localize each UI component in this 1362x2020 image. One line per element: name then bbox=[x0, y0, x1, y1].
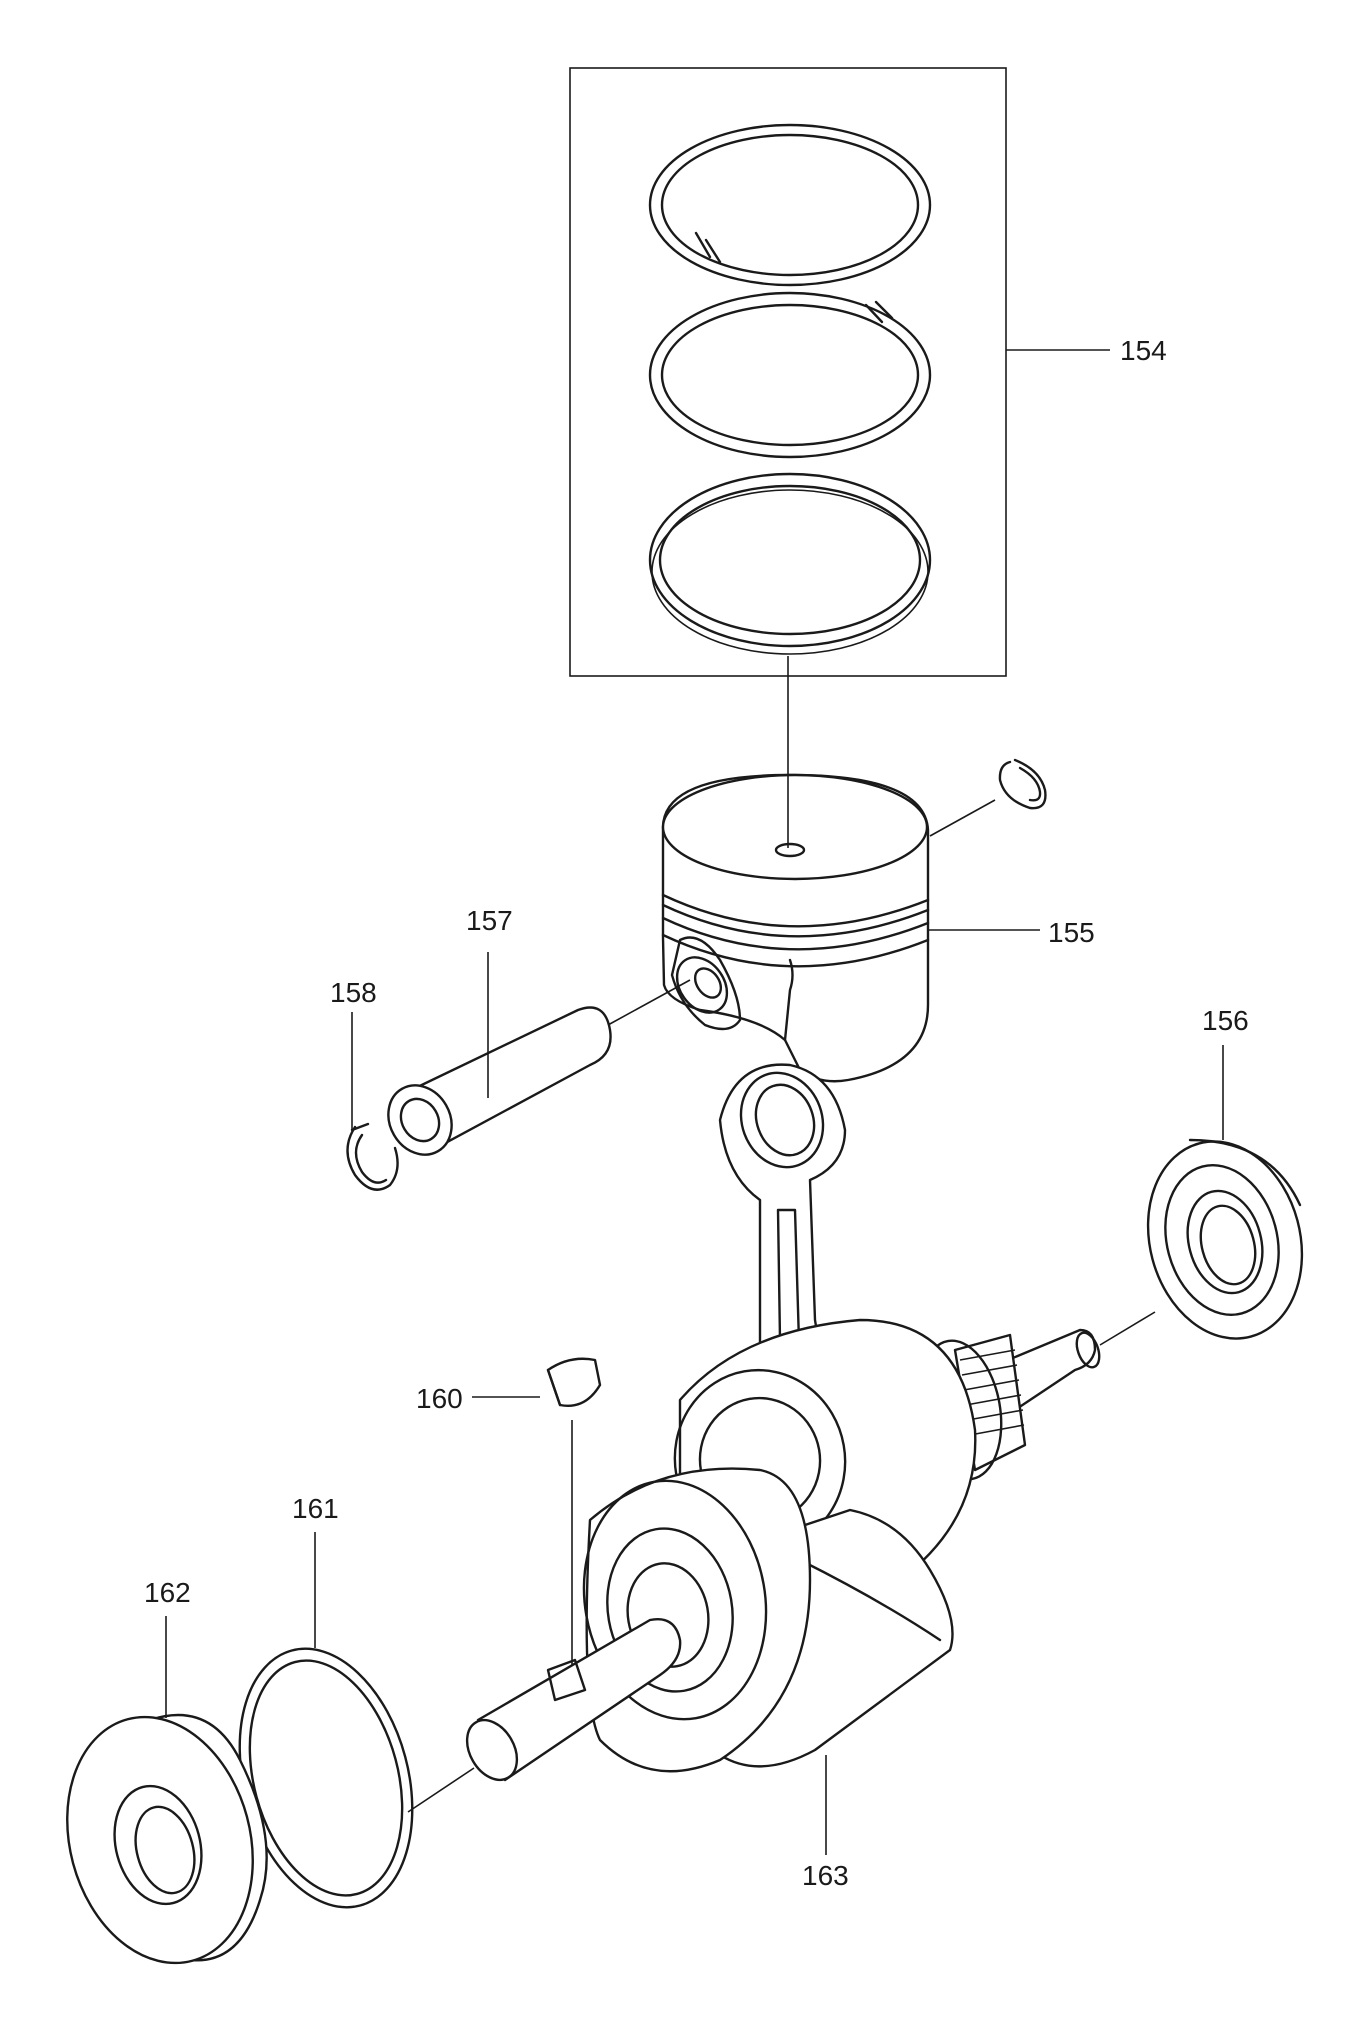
callout-162: 162 bbox=[144, 1577, 191, 1608]
woodruff-key bbox=[546, 1357, 602, 1407]
callout-158: 158 bbox=[330, 977, 377, 1008]
leader-pin-to-piston bbox=[607, 979, 691, 1026]
callout-155: 155 bbox=[1048, 917, 1095, 948]
ring-set-box bbox=[569, 67, 1007, 677]
callout-154: 154 bbox=[1120, 335, 1167, 366]
callout-160: 160 bbox=[416, 1383, 463, 1414]
leader-circlip bbox=[929, 799, 996, 837]
piston-circlip bbox=[998, 758, 1047, 810]
callout-157: 157 bbox=[466, 905, 513, 936]
piston-ring-top bbox=[648, 123, 932, 287]
bearing-left bbox=[66, 1713, 268, 1965]
piston-ring-middle bbox=[648, 291, 932, 459]
piston-ring-set-group bbox=[569, 67, 1007, 677]
leader-ring-to-shaft bbox=[407, 1767, 475, 1813]
crankshaft-assembly bbox=[465, 1063, 1101, 1782]
bearing-right bbox=[1146, 1138, 1304, 1340]
piston-ring-oil bbox=[648, 472, 932, 655]
leader-bearing-to-shaft bbox=[1099, 1311, 1156, 1346]
callout-163: 163 bbox=[802, 1860, 849, 1891]
piston bbox=[661, 773, 930, 1083]
leader-lines bbox=[165, 349, 1224, 1855]
pin-circlip bbox=[346, 1122, 399, 1191]
callout-161: 161 bbox=[292, 1493, 339, 1524]
piston-pin bbox=[387, 1006, 612, 1156]
callout-labels: 154 155 156 157 158 160 161 162 163 bbox=[144, 335, 1249, 1891]
callout-156: 156 bbox=[1202, 1005, 1249, 1036]
